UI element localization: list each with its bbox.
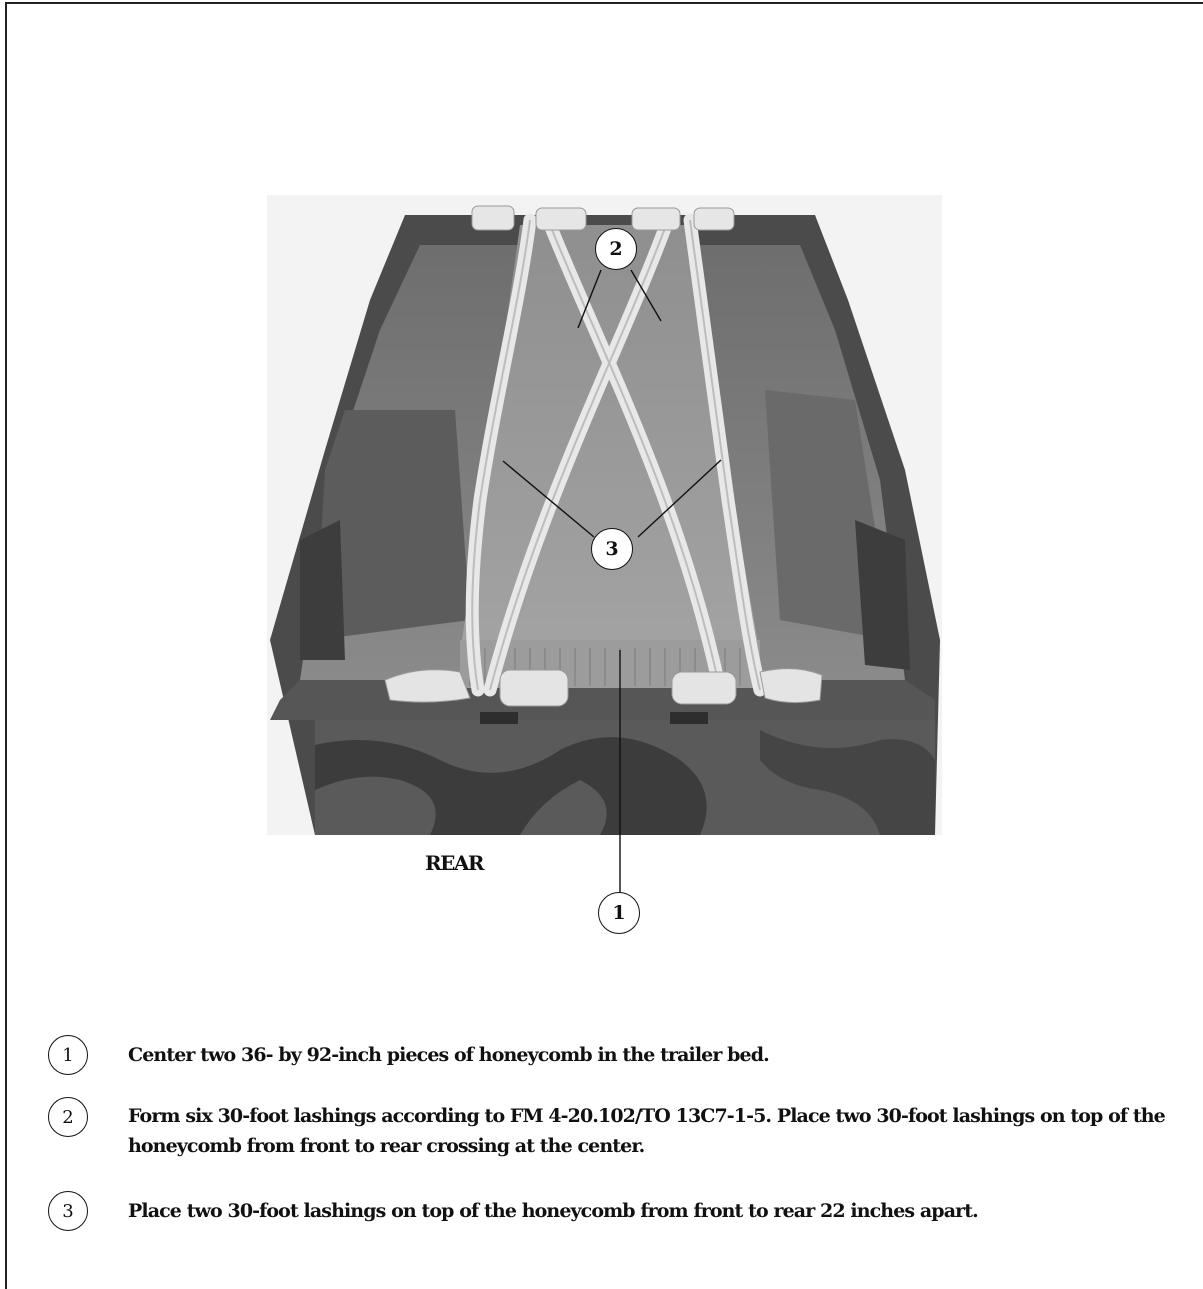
page-border-left bbox=[5, 2, 7, 1289]
step-number-1: 1 bbox=[48, 1035, 88, 1075]
page-border-top bbox=[5, 2, 1203, 4]
step-number-2: 2 bbox=[48, 1097, 88, 1137]
rear-label: REAR bbox=[425, 851, 485, 875]
callout-3: 3 bbox=[591, 528, 633, 570]
step-text-1: Center two 36- by 92-inch pieces of hone… bbox=[128, 1044, 770, 1066]
callout-1: 1 bbox=[598, 892, 640, 934]
step-text-2: Form six 30-foot lashings according to F… bbox=[128, 1105, 1166, 1157]
step-number-3: 3 bbox=[48, 1191, 88, 1231]
callout-2: 2 bbox=[595, 228, 637, 270]
step-text-3: Place two 30-foot lashings on top of the… bbox=[128, 1200, 979, 1222]
